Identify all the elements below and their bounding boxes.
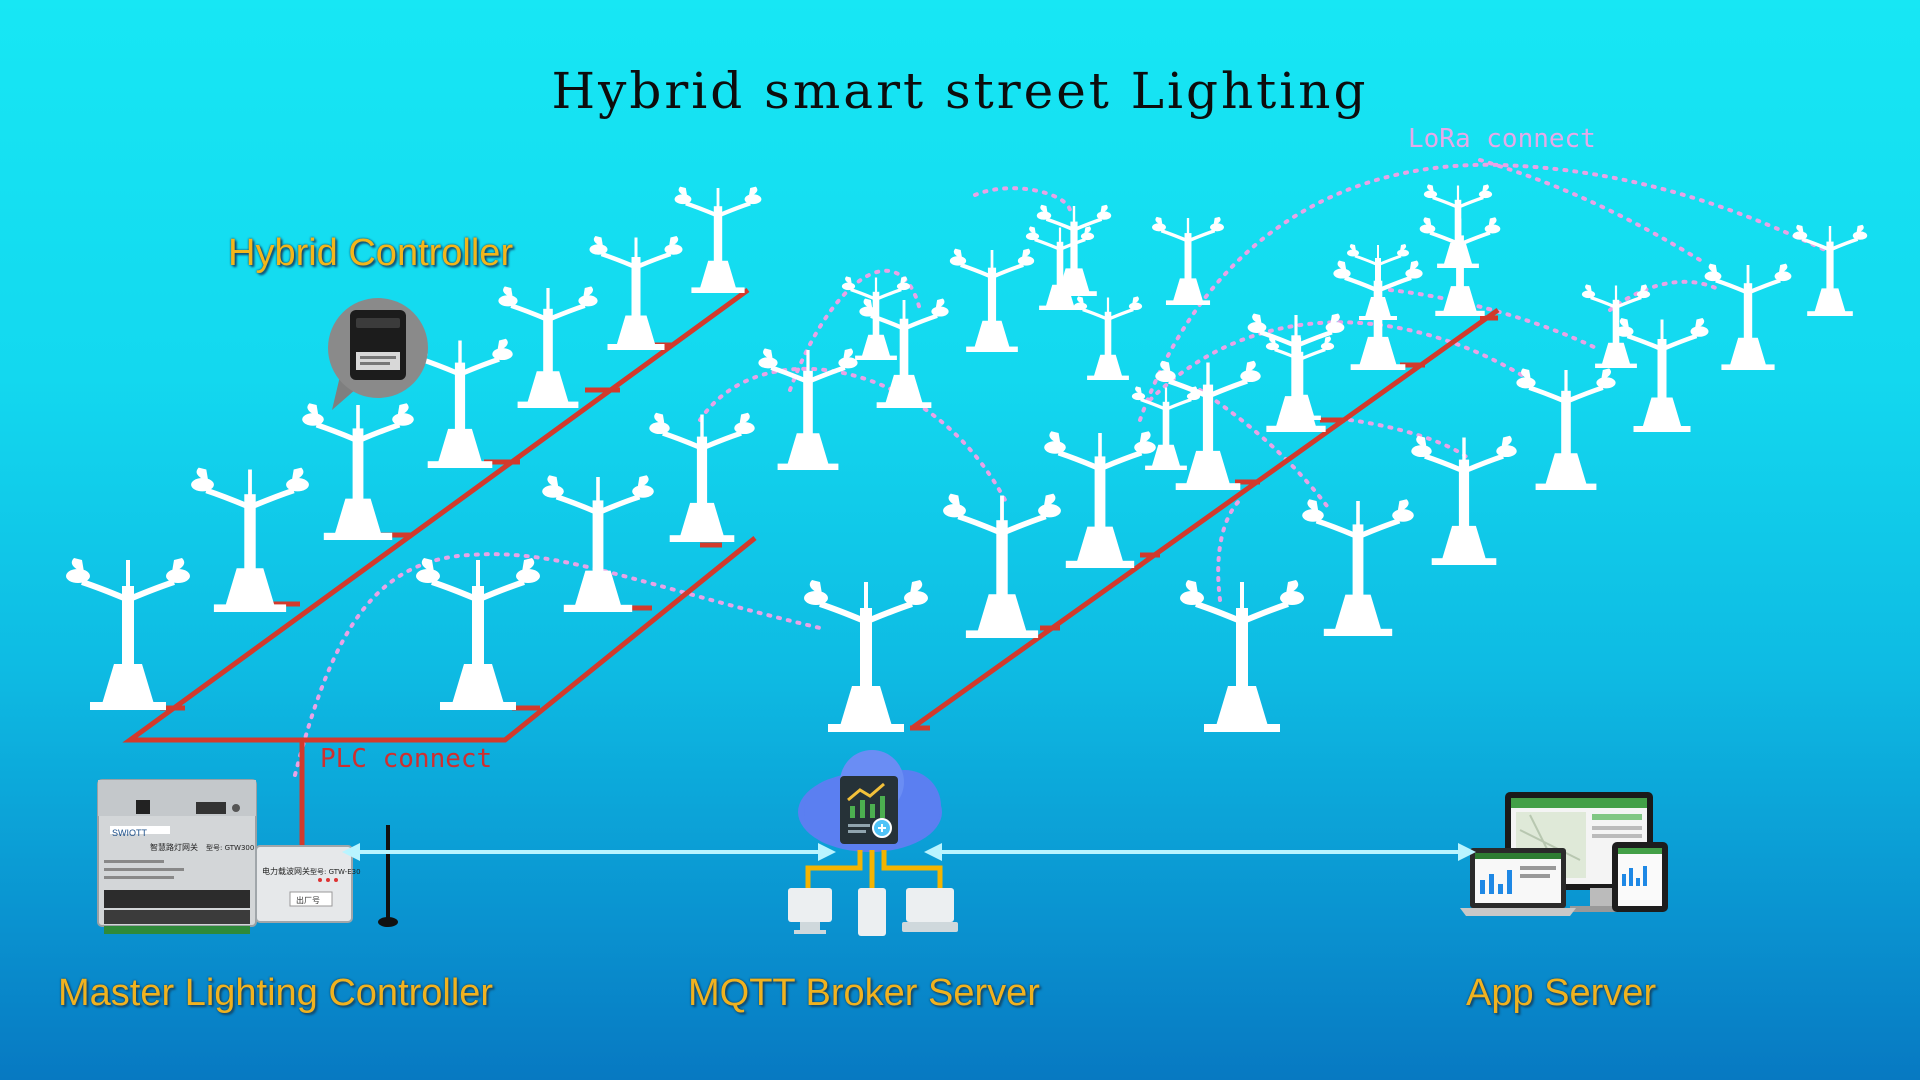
plc-module-title: 电力载波网关 (262, 866, 310, 876)
app-server-label: App Server (1466, 972, 1657, 1014)
street-light-pole (1516, 368, 1615, 490)
street-light-pole (66, 558, 190, 710)
street-light-pole (1035, 203, 1113, 298)
lora-link (1388, 288, 1602, 352)
street-light-pole (1024, 224, 1096, 312)
lora-link (1138, 162, 1827, 422)
street-light-pole (1044, 431, 1156, 568)
lora-link (293, 552, 822, 777)
street-light-pole (1791, 223, 1869, 318)
hybrid-controller-device-icon (328, 298, 428, 410)
lora-connect-label: LoRa connect (1408, 124, 1596, 154)
lora-link (1216, 498, 1242, 602)
lora-link (1478, 158, 1702, 262)
hybrid-controller-label: Hybrid Controller (228, 232, 514, 274)
street-light-pole (1422, 182, 1494, 270)
lora-link (1348, 418, 1472, 462)
street-light-pole (498, 286, 597, 408)
street-light-pole (542, 475, 654, 612)
street-light-pole (1580, 282, 1652, 370)
devices-dashboard-icon (1460, 792, 1668, 916)
street-light-pole (1155, 361, 1260, 490)
street-light-pole (1180, 580, 1304, 732)
street-light-pole (302, 403, 414, 540)
master-controller-device-icon: SWIOTT 智慧路灯网关 型号: GTW300 电力载波网关 型号: GTW-… (97, 779, 398, 934)
device-gateway-title: 智慧路灯网关 (150, 842, 198, 852)
mqtt-server-label: MQTT Broker Server (688, 972, 1040, 1014)
cloud-server-icon (788, 750, 958, 936)
street-light-pole (804, 580, 928, 732)
street-light-pole (950, 249, 1034, 352)
street-light-pole (1072, 294, 1144, 382)
device-brand: SWIOTT (112, 828, 147, 838)
street-light-pole (1264, 334, 1336, 422)
street-light-pole (675, 187, 762, 293)
plc-connect-label: PLC connect (320, 744, 493, 774)
street-light-pole (590, 236, 683, 350)
plc-wiring (122, 287, 1500, 845)
plc-line-left (122, 287, 757, 743)
lora-link (1198, 388, 1332, 512)
street-light-pole (1411, 436, 1516, 565)
street-light-pole (1302, 499, 1414, 636)
plc-module-model: 型号: GTW-E30 (310, 867, 361, 876)
street-light-pole (416, 558, 540, 710)
page-title: Hybrid smart street Lighting (551, 62, 1369, 120)
lora-link (1148, 320, 1532, 402)
device-model: 型号: GTW300 (206, 843, 254, 852)
street-light-pole (649, 413, 754, 542)
lora-link (973, 186, 1072, 212)
plc-line-right (910, 307, 1500, 731)
serial-tag: 出厂号 (296, 895, 320, 905)
master-controller-label: Master Lighting Controller (58, 972, 494, 1014)
street-light-pole (191, 468, 309, 612)
connection-arrows (342, 843, 1476, 861)
street-light-pole (758, 348, 857, 470)
lora-link (698, 366, 1007, 502)
street-light-pole (1150, 215, 1226, 307)
street-light-pole (1130, 384, 1202, 472)
street-light-pole (1616, 318, 1709, 432)
lora-link (1608, 279, 1722, 312)
street-light-pole (1705, 264, 1792, 370)
street-light-pole (943, 494, 1061, 638)
